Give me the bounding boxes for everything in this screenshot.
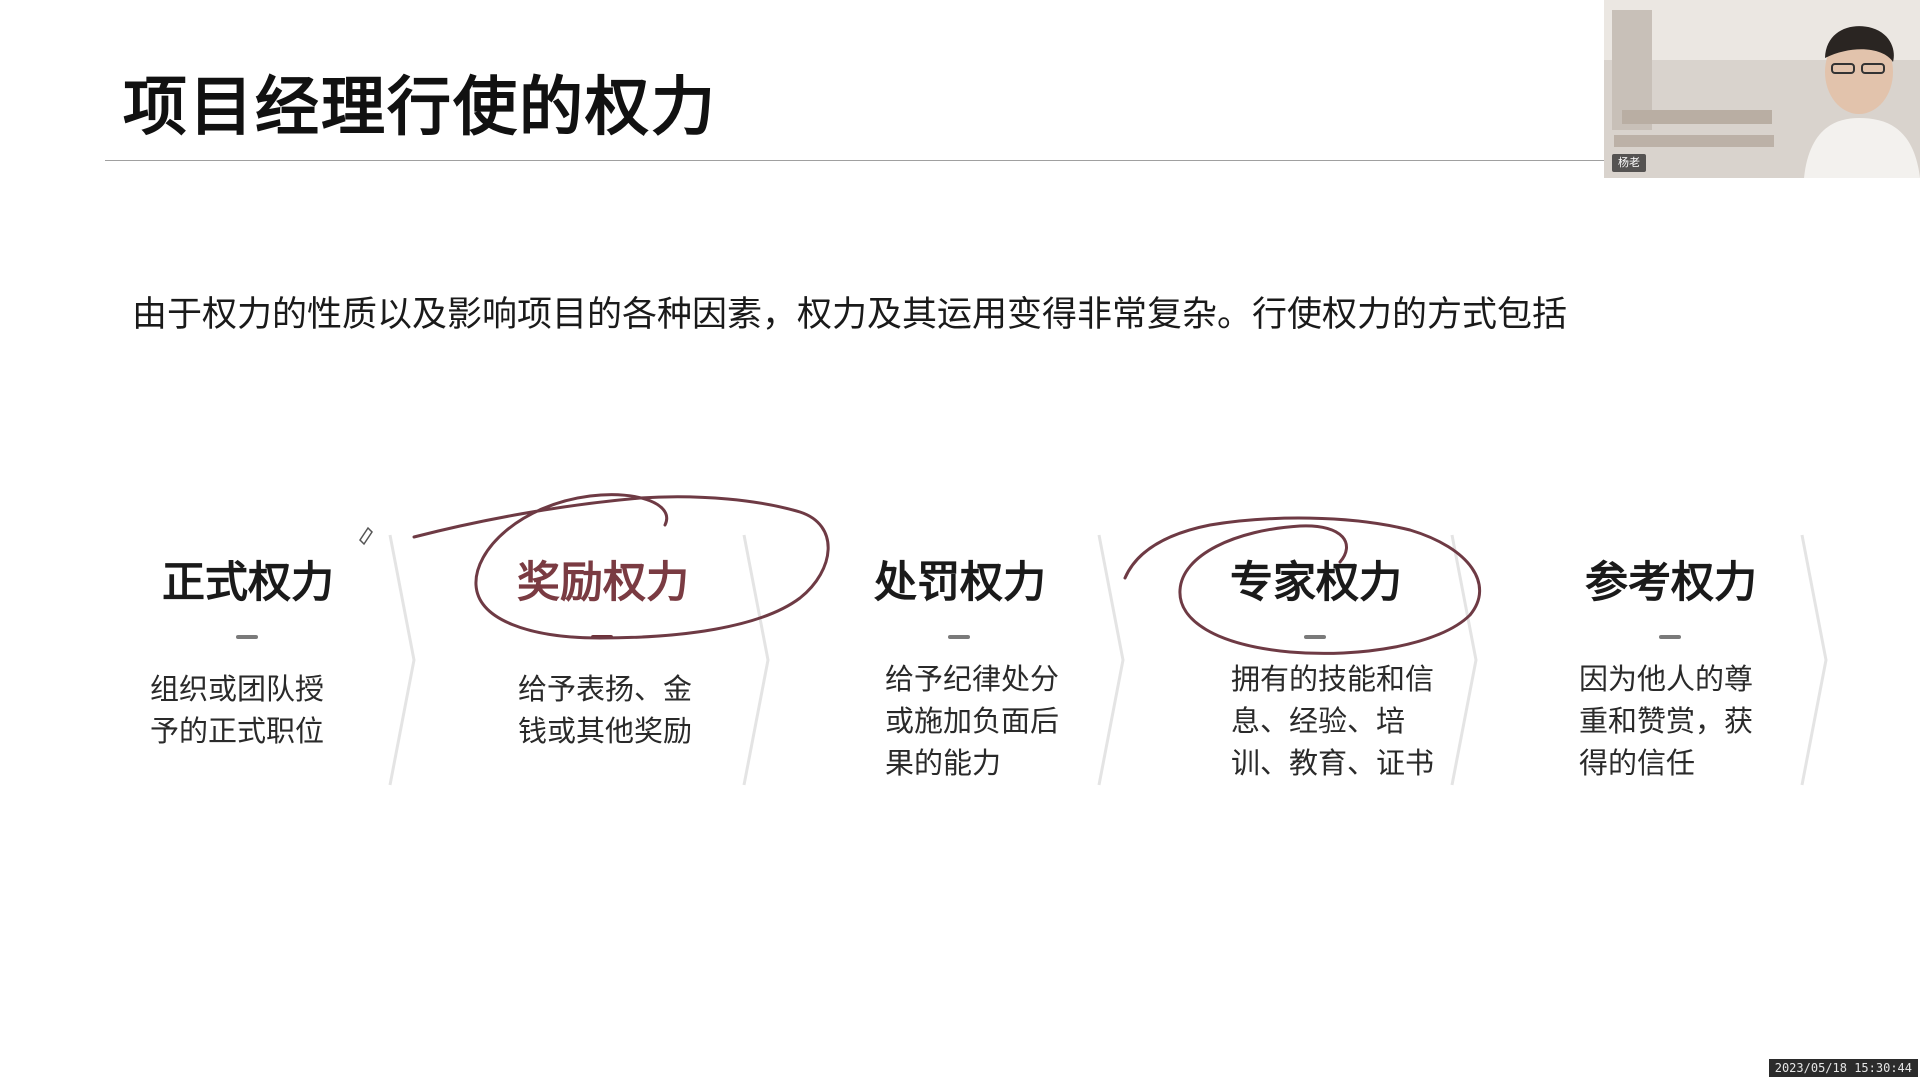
webcam-feed[interactable]: 杨老 — [1604, 0, 1920, 178]
participant-name-badge: 杨老 — [1612, 154, 1646, 172]
power-column-punishment: 处罚权力 — [874, 555, 1154, 639]
heading-dash — [236, 635, 258, 639]
column-heading: 处罚权力 — [874, 558, 1046, 608]
heading-dash — [948, 635, 970, 639]
column-description: 拥有的技能和信息、经验、培训、教育、证书 — [1231, 662, 1435, 780]
column-heading: 奖励权力 — [517, 558, 689, 608]
power-column-reward: 奖励权力 — [517, 555, 797, 639]
slide-title: 项目经理行使的权力 — [123, 71, 717, 145]
pen-cursor-icon — [359, 526, 373, 546]
column-description: 组织或团队授予的正式职位 — [150, 672, 325, 748]
column-heading: 正式权力 — [162, 558, 334, 608]
webcam-video-icon — [1604, 0, 1920, 178]
heading-dash — [1659, 635, 1681, 639]
recording-timestamp: 2023/05/18 15:30:44 — [1768, 1059, 1918, 1077]
column-description: 给予纪律处分或施加负面后果的能力 — [885, 662, 1060, 780]
title-divider — [105, 160, 1605, 161]
power-column-expert: 专家权力 — [1230, 555, 1510, 639]
column-description: 因为他人的尊重和赞赏，获得的信任 — [1579, 662, 1754, 780]
heading-dash — [591, 635, 613, 639]
power-column-formal: 正式权力 — [162, 555, 442, 639]
heading-dash — [1304, 635, 1326, 639]
column-description: 给予表扬、金钱或其他奖励 — [518, 672, 693, 748]
column-heading: 专家权力 — [1230, 558, 1402, 608]
intro-text: 由于权力的性质以及影响项目的各种因素，权力及其运用变得非常复杂。行使权力的方式包… — [132, 295, 1568, 335]
column-heading: 参考权力 — [1585, 558, 1757, 608]
power-column-referent: 参考权力 — [1585, 555, 1865, 639]
